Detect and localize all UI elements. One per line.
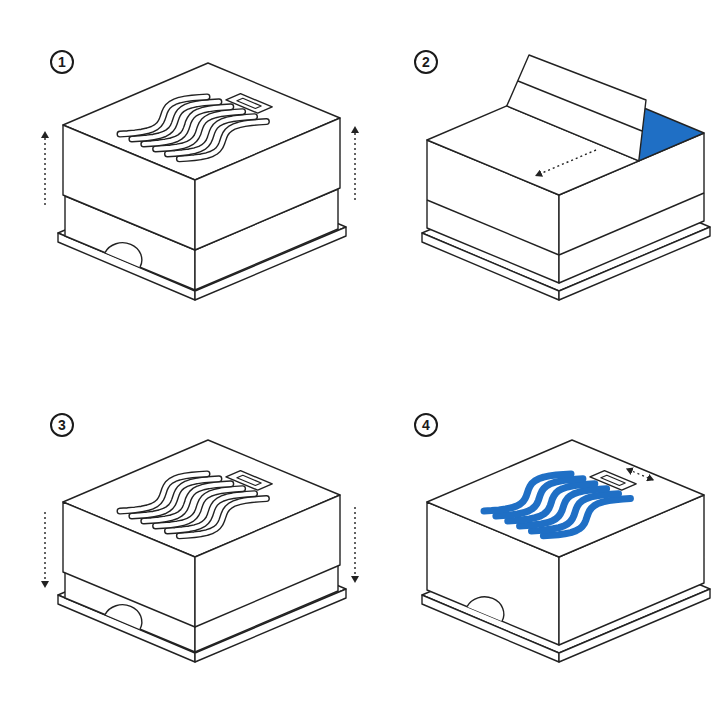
callout-number: 1	[50, 50, 74, 74]
latch	[590, 471, 636, 490]
box-top-opened	[422, 55, 710, 300]
latch	[226, 94, 272, 113]
latch-slot	[601, 475, 625, 485]
wave-slot-inner	[120, 97, 207, 134]
callout-number: 3	[50, 413, 74, 437]
callout-number: 4	[414, 413, 438, 437]
wave-slot-inner	[120, 474, 207, 511]
wave-slot	[120, 474, 207, 511]
callout-number: 2	[414, 50, 438, 74]
wave-slot	[120, 97, 207, 134]
box-lid-lifted	[45, 63, 355, 300]
slide-arrow	[627, 469, 653, 480]
box-closed-filled	[422, 440, 710, 662]
box-lid-lowered	[45, 440, 355, 662]
latch-slot	[237, 98, 261, 108]
wave-fill	[484, 474, 571, 511]
latch	[226, 471, 272, 490]
latch-slot	[237, 475, 261, 485]
